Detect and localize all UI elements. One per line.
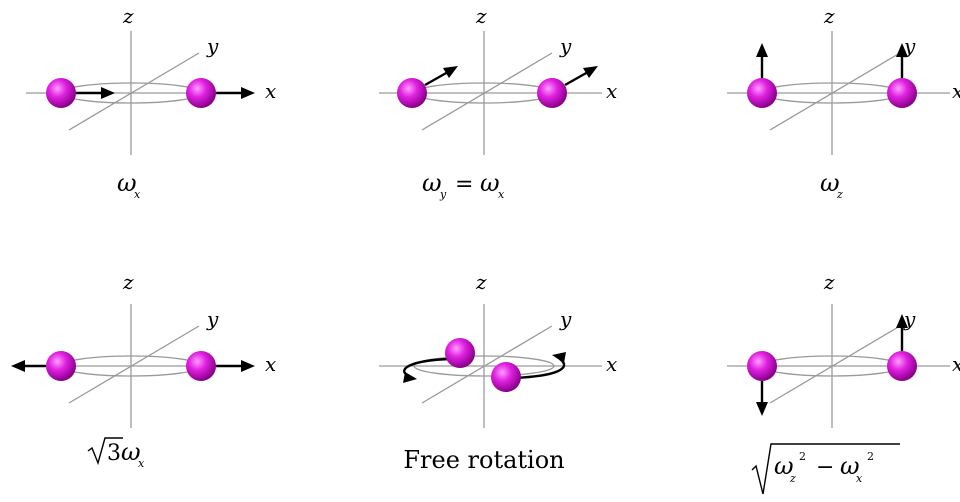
svg-text:x: x xyxy=(138,457,145,470)
panel-omega-z: z y x ω z xyxy=(727,4,960,201)
svg-text:3: 3 xyxy=(107,441,121,466)
svg-text:2: 2 xyxy=(867,450,874,463)
svg-text:y: y xyxy=(439,188,447,201)
svg-text:x: x xyxy=(134,188,141,201)
x-axis-label: x xyxy=(952,79,960,103)
panel-omega-y: z y x ω y = ω x xyxy=(379,4,617,201)
z-axis-label: z xyxy=(122,4,134,28)
displacement-arrow-right xyxy=(216,87,255,99)
displacement-arrow-left xyxy=(424,66,458,87)
x-axis-label: x xyxy=(265,79,276,103)
atom-left xyxy=(46,78,76,108)
atom-left xyxy=(46,351,76,381)
rotation-arrow-right xyxy=(513,352,566,380)
panel-sqrt-diff: z y x ω z 2 − ω x 2 xyxy=(727,270,960,495)
svg-text:ω: ω xyxy=(820,169,840,197)
x-axis-label: x xyxy=(606,352,617,376)
displacement-arrow-right xyxy=(896,43,908,78)
y-axis-label: y xyxy=(559,34,572,58)
svg-text:x: x xyxy=(498,188,505,201)
x-axis-label: x xyxy=(606,79,617,103)
y-axis-label: y xyxy=(559,307,572,331)
y-axis-label: y xyxy=(903,34,916,58)
displacement-arrow-left xyxy=(11,360,46,372)
orbit-ellipse xyxy=(413,355,555,377)
atom-left xyxy=(747,351,777,381)
displacement-arrow-left xyxy=(756,43,768,78)
svg-text:ω: ω xyxy=(117,169,137,197)
svg-text:ω: ω xyxy=(422,169,442,197)
svg-text:=: = xyxy=(455,172,473,197)
atom-right xyxy=(887,351,917,381)
atom-right xyxy=(186,351,216,381)
z-axis-label: z xyxy=(475,4,487,28)
atom-left xyxy=(397,78,427,108)
displacement-arrow-right-up xyxy=(896,314,908,351)
caption-sqrt-diff: ω z 2 − ω x 2 xyxy=(751,443,900,495)
svg-text:x: x xyxy=(856,472,863,485)
z-axis-label: z xyxy=(122,270,134,294)
svg-text:ω: ω xyxy=(121,438,141,466)
panel-sqrt3-omega-x: z y x 3 ω x xyxy=(11,270,276,470)
svg-text:ω: ω xyxy=(774,452,794,480)
svg-text:z: z xyxy=(789,472,796,485)
z-axis-label: z xyxy=(823,4,835,28)
atom-lower xyxy=(491,362,521,392)
caption-free-rotation: Free rotation xyxy=(403,446,564,474)
x-axis-label: x xyxy=(265,352,276,376)
displacement-arrow-left xyxy=(76,87,115,99)
caption-sqrt3-omega-x: 3 ω x xyxy=(87,437,145,470)
svg-text:−: − xyxy=(816,455,834,480)
caption-omega-x: ω x xyxy=(117,169,141,201)
svg-text:ω: ω xyxy=(480,169,500,197)
atom-left xyxy=(747,78,777,108)
rotation-arrow-left xyxy=(403,357,453,383)
atom-right xyxy=(537,78,567,108)
caption-omega-z: ω z xyxy=(820,169,843,201)
svg-text:ω: ω xyxy=(840,452,860,480)
z-axis-label: z xyxy=(475,270,487,294)
svg-text:2: 2 xyxy=(799,450,806,463)
x-axis-label: x xyxy=(952,352,960,376)
atom-right xyxy=(186,78,216,108)
displacement-arrow-left-down xyxy=(756,381,768,416)
displacement-arrow-right xyxy=(564,66,598,87)
atom-upper xyxy=(445,338,475,368)
y-axis-label: y xyxy=(206,34,219,58)
y-axis-label: y xyxy=(206,307,219,331)
z-axis-label: z xyxy=(823,270,835,294)
panel-free-rotation: z y x Free rotation xyxy=(379,270,617,474)
svg-text:z: z xyxy=(836,188,843,201)
atom-right xyxy=(887,78,917,108)
caption-omega-y-equals-omega-x: ω y = ω x xyxy=(422,169,505,201)
axes xyxy=(379,304,602,428)
panel-omega-x: z y x ω x xyxy=(26,4,276,201)
displacement-arrow-right xyxy=(216,360,255,372)
